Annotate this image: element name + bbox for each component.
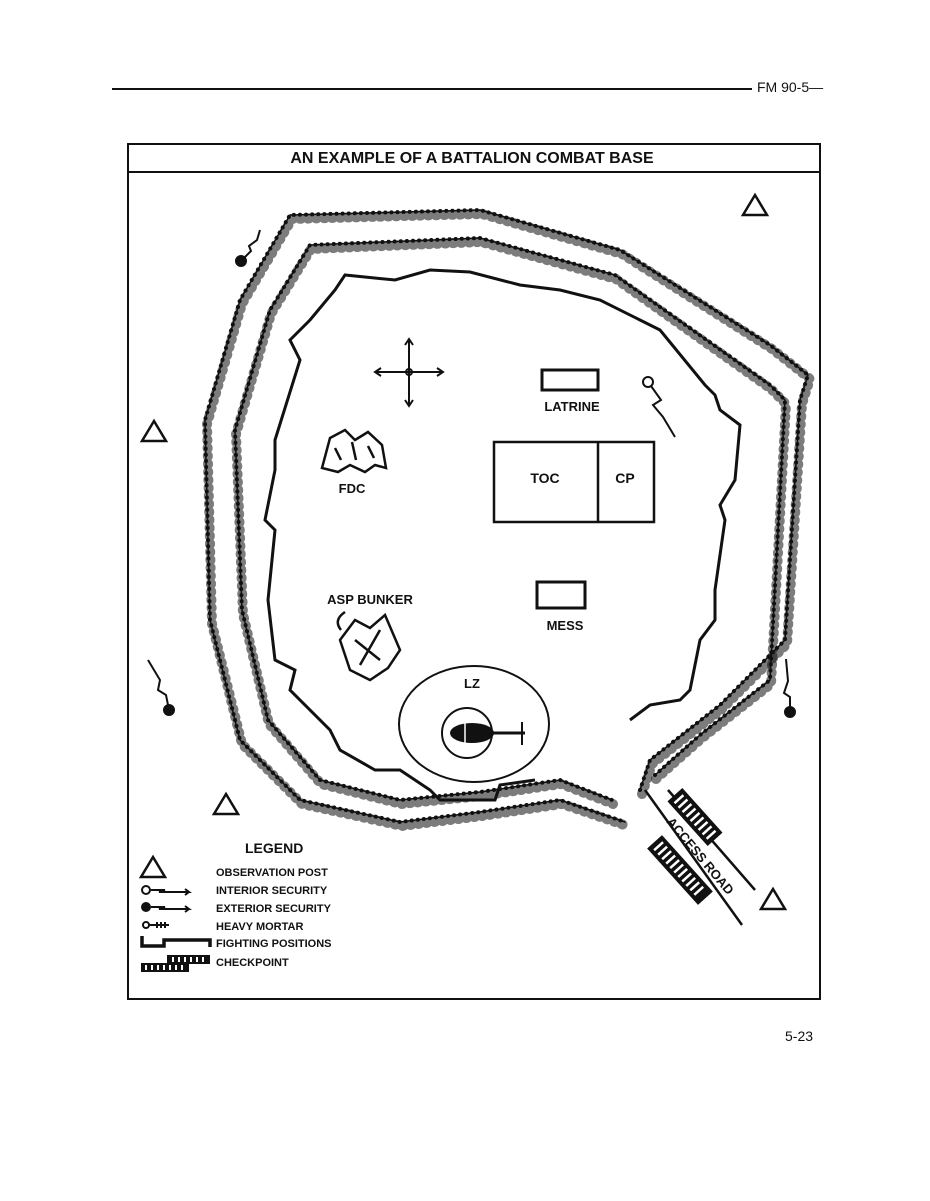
lz-circle [398,665,550,783]
lz-label: LZ [464,676,480,691]
observation-post-icon [212,792,240,816]
exterior-security-icon [147,659,175,716]
checkpoint-lower [647,835,713,905]
figure-frame [127,143,821,1000]
checkpoint-upper [667,788,723,846]
document-id: FM 90-5— [757,79,824,95]
exterior-security-icon [782,658,796,718]
legend-item: FIGHTING POSITIONS [216,938,332,950]
cp-label: CP [615,470,634,486]
legend-item: INTERIOR SECURITY [216,885,328,897]
helicopter-icon [450,718,525,748]
toc-building [492,440,656,524]
latrine-building [540,368,600,392]
toc-label: TOC [530,470,559,486]
asp-bunker-icon [336,610,402,682]
legend-item: OBSERVATION POST [216,867,328,879]
observation-post-icon [741,193,769,217]
asp-bunker-label: ASP BUNKER [327,592,413,607]
header-rule [112,88,752,90]
outer-wire-perimeter [202,208,815,831]
mess-label: MESS [547,618,584,633]
legend-item: CHECKPOINT [216,957,289,969]
latrine-label: LATRINE [544,399,600,414]
mess-building [535,580,587,610]
observation-post-icon [140,419,168,443]
legend: LEGEND OBSERVATION POST INTERIOR SECURIT… [139,840,332,972]
fdc-label: FDC [339,481,366,496]
exterior-security-icon [235,229,261,267]
observation-post-icon [759,887,787,911]
page-number: 5-23 [785,1028,814,1044]
inner-wire-perimeter [231,236,791,809]
figure-title: AN EXAMPLE OF A BATTALION COMBAT BASE [290,150,654,167]
interior-security-icon [642,376,676,438]
fdc-bunker-icon [320,428,388,474]
heavy-mortar-icon [373,337,445,408]
legend-item: EXTERIOR SECURITY [216,903,332,915]
legend-item: HEAVY MORTAR [216,921,303,933]
access-road [643,788,756,926]
fighting-positions-line [263,268,742,802]
legend-title: LEGEND [245,840,303,856]
